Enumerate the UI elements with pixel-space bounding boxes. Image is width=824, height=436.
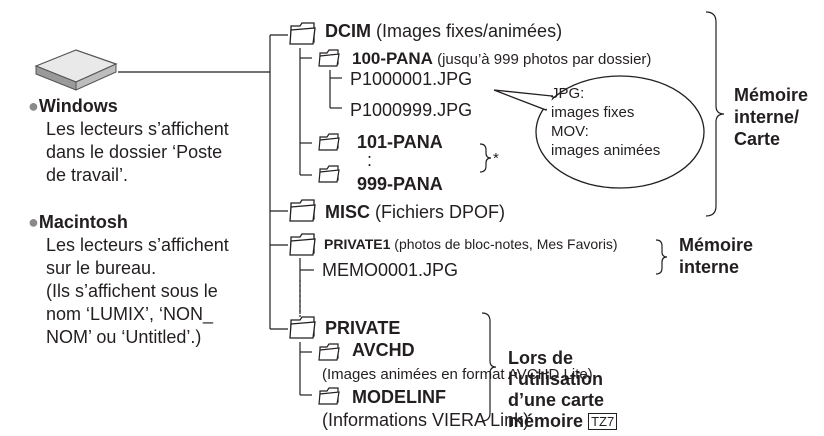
mac-heading: ●Macintosh (28, 212, 128, 232)
tz7-badge: TZ7 (588, 413, 618, 430)
bubble-line-2: images fixes (551, 104, 635, 121)
folder-999-pana: 999-PANA (357, 174, 443, 194)
folder-icon (318, 387, 340, 405)
windows-line-3: de travail’. (46, 165, 129, 185)
mac-line-2: sur le bureau. (46, 258, 157, 278)
bubble-text: JPG: images fixes MOV: images animées (551, 84, 701, 160)
file-p1000001: P1000001.JPG (350, 69, 473, 89)
windows-heading: ●Windows (28, 96, 118, 116)
folder-avchd-desc: (Images animées en format AVCHD Lite) (322, 366, 593, 383)
folder-icon (318, 133, 340, 151)
drive-icon (34, 49, 118, 91)
windows-title: Windows (38, 96, 118, 116)
folder-icon (318, 165, 340, 183)
folder-modelinf: MODELINF (352, 387, 446, 407)
folder-icon (289, 316, 316, 339)
speech-bubble (493, 75, 705, 189)
folder-101-pana: 101-PANA (357, 132, 443, 152)
bubble-line-4: images animées (551, 142, 661, 159)
bullet-icon: ● (28, 96, 39, 116)
mac-title: Macintosh (38, 212, 128, 232)
windows-line-2: dans le dossier ‘Poste (46, 142, 223, 162)
folder-100-pana: 100-PANA (jusqu’à 999 photos par dossier… (352, 49, 652, 68)
folder-misc: MISC (Fichiers DPOF) (325, 202, 505, 222)
folder-private: PRIVATE (325, 318, 401, 338)
folder-private1: PRIVATE1 (photos de bloc-notes, Mes Favo… (324, 236, 618, 252)
file-memo0001: MEMO0001.JPG (322, 260, 459, 280)
mac-line-1: Les lecteurs s’affichent (46, 235, 229, 255)
folder-icon (289, 233, 316, 256)
mac-line-4: nom ‘LUMIX’, ‘NON_ (46, 304, 214, 324)
folder-icon (318, 343, 340, 361)
folder-dcim: DCIM (Images fixes/animées) (325, 21, 563, 41)
file-p1000999: P1000999.JPG (350, 100, 473, 120)
folder-icon (289, 22, 316, 45)
label-card-use: Lors de l’utilisation d’une carte mémoir… (508, 348, 618, 432)
windows-line-1: Les lecteurs s’affichent (46, 119, 229, 139)
folder-avchd: AVCHD (352, 340, 415, 360)
mac-line-3: (Ils s’affichent sous le (46, 281, 218, 301)
asterisk-note: * (493, 150, 499, 167)
mac-line-5: NOM’ ou ‘Untitled’.) (46, 327, 202, 347)
label-internal-memory: Mémoire interne (679, 235, 754, 277)
bullet-icon: ● (28, 212, 39, 232)
bubble-line-1: JPG: (551, 85, 585, 102)
folder-range-dots: : (367, 150, 373, 170)
folder-modelinf-desc: (Informations VIERA Link) (322, 410, 530, 430)
folder-icon (318, 49, 340, 67)
label-memory-card: Mémoire interne/ Carte (734, 85, 809, 149)
folder-icon (289, 199, 316, 222)
bubble-line-3: MOV: (551, 123, 589, 140)
